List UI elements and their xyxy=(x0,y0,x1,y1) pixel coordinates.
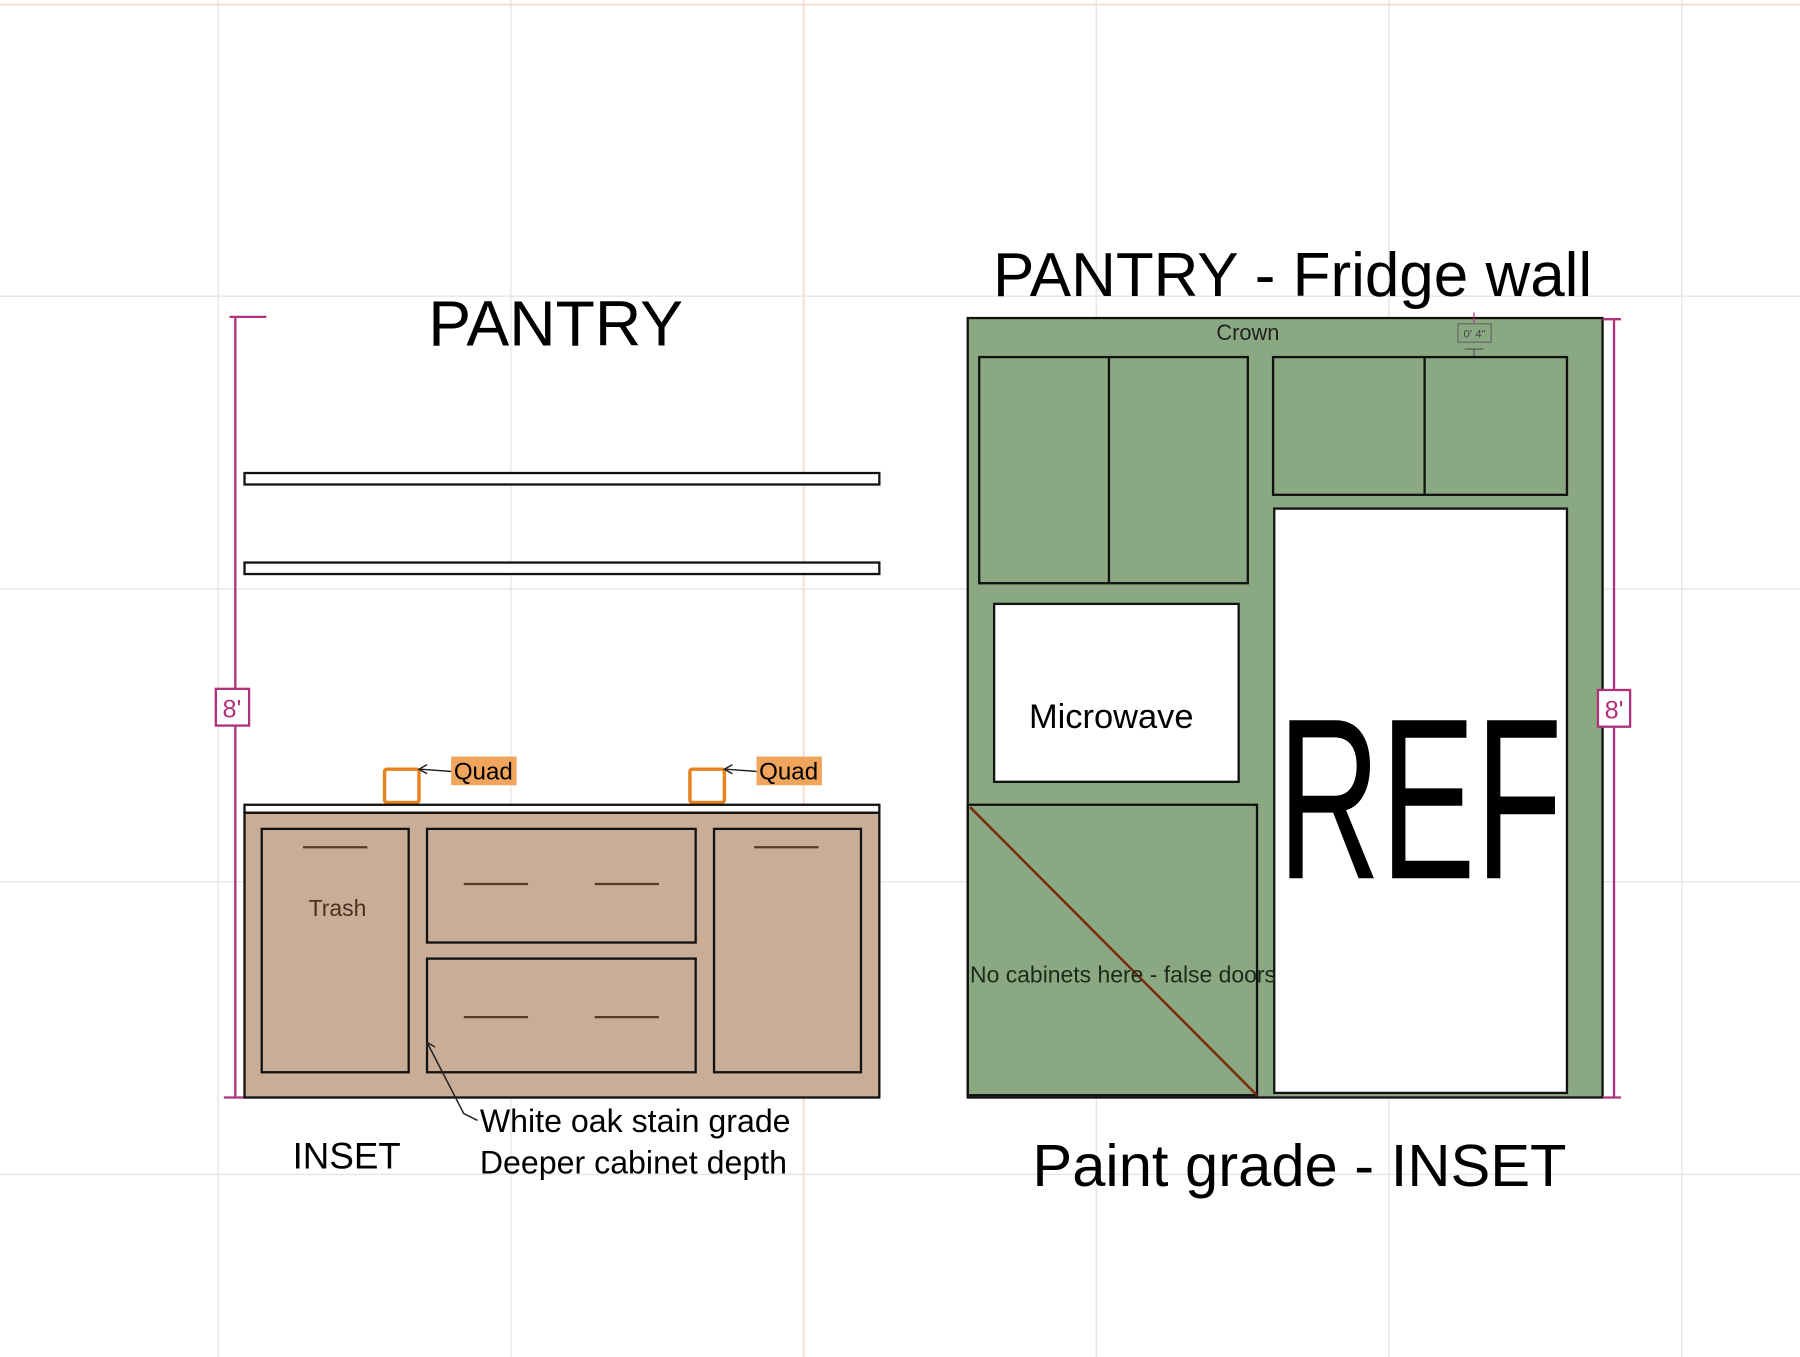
fridge-wall-title: PANTRY - Fridge wall xyxy=(993,241,1592,310)
trash-label: Trash xyxy=(309,895,367,921)
callout-line-1: White oak stain grade xyxy=(480,1103,791,1139)
height-dimension-label: 8' xyxy=(222,696,241,724)
outlet-2[interactable]: Quad xyxy=(688,756,822,805)
height-dimension-label: 8' xyxy=(1605,697,1624,725)
drawer-top[interactable] xyxy=(425,827,697,944)
crown-label: Crown xyxy=(1216,320,1279,345)
outlet-icon xyxy=(382,767,421,805)
pantry-elevation[interactable]: PANTRY 8' Quad Quad xyxy=(214,288,881,1181)
inset-label: INSET xyxy=(293,1136,401,1177)
shelf[interactable] xyxy=(243,561,881,576)
false-doors-note: No cabinets here - false doors xyxy=(970,962,1276,988)
outlet-1[interactable]: Quad xyxy=(382,756,517,805)
shelf[interactable] xyxy=(243,471,881,486)
microwave[interactable] xyxy=(992,602,1240,783)
refrigerator[interactable] xyxy=(1273,507,1569,1095)
svg-text:0' 4": 0' 4" xyxy=(1463,329,1485,341)
ref-label: REF xyxy=(1278,672,1563,928)
callout-line-2: Deeper cabinet depth xyxy=(480,1144,787,1180)
drawer-bottom[interactable] xyxy=(425,957,697,1074)
finish-label: Paint grade - INSET xyxy=(1032,1132,1566,1199)
outlet-label: Quad xyxy=(759,759,818,786)
upper-cabinet-over-fridge[interactable] xyxy=(1271,355,1569,496)
outlet-label: Quad xyxy=(454,759,513,786)
pantry-title: PANTRY xyxy=(428,288,683,360)
countertop[interactable] xyxy=(243,803,881,814)
fridge-wall-elevation[interactable]: PANTRY - Fridge wall Crown 0' 4" Microwa… xyxy=(966,241,1632,1199)
crown-dimension: 0' 4" xyxy=(1457,312,1492,358)
base-cabinet-run[interactable]: Trash xyxy=(243,811,881,1099)
height-dimension-right xyxy=(1596,318,1632,1099)
material-callout: White oak stain grade Deeper cabinet dep… xyxy=(426,1041,791,1180)
handles xyxy=(303,846,819,1019)
upper-cabinet-left[interactable] xyxy=(978,355,1249,585)
no-cabinet-diagonal xyxy=(969,806,1258,1097)
height-dimension-left xyxy=(214,315,267,1099)
trash-pullout-door[interactable] xyxy=(260,827,410,1074)
false-door-panel[interactable] xyxy=(966,803,1259,1097)
outlet-icon xyxy=(688,767,727,805)
microwave-label: Microwave xyxy=(1029,698,1193,736)
cabinet-door-right[interactable] xyxy=(712,827,863,1074)
